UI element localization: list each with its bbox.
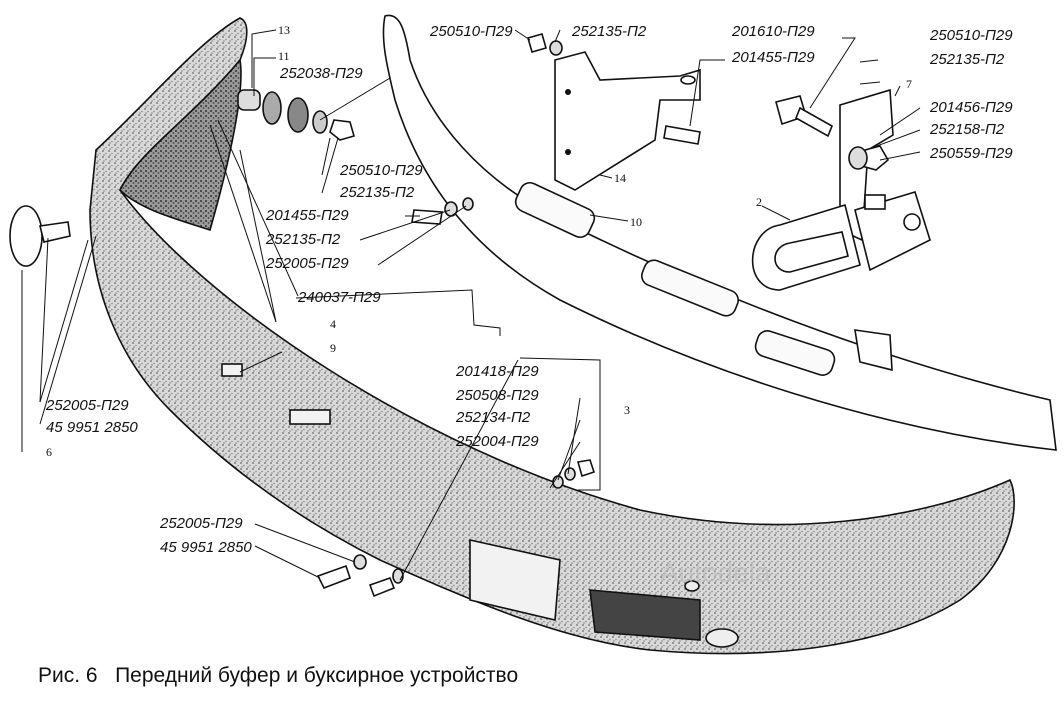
label-250508: 250508-П29 <box>455 387 539 404</box>
front-bumper <box>89 17 1015 655</box>
label-252135-mid: 252135-П2 <box>339 184 415 201</box>
part-labels: 250510-П29 252135-П2 201610-П29 201455-П… <box>45 23 1013 556</box>
label-201455-top: 201455-П29 <box>731 49 815 66</box>
label-250510-top: 250510-П29 <box>429 23 513 40</box>
label-252004: 252004-П29 <box>455 433 539 450</box>
callout-14: 14 <box>614 171 626 185</box>
callout-10: 10 <box>630 215 642 229</box>
label-201455-mid: 201455-П29 <box>265 207 349 224</box>
callout-numbers: 13 11 7 2 14 10 4 9 3 6 <box>46 23 912 459</box>
callout-3: 3 <box>624 403 630 417</box>
callout-6: 6 <box>46 445 52 459</box>
callout-2: 2 <box>756 195 762 209</box>
label-250510-mid: 250510-П29 <box>339 162 423 179</box>
label-459951-bottom: 45 9951 2850 <box>160 539 252 556</box>
bumper-grille <box>589 589 701 641</box>
label-240037: 240037-П29 <box>297 289 381 306</box>
label-459951-left: 45 9951 2850 <box>46 419 138 436</box>
label-252005-bottom: 252005-П29 <box>159 515 243 532</box>
callout-4: 4 <box>330 317 336 331</box>
callout-13: 13 <box>278 23 290 37</box>
callout-9: 9 <box>330 341 336 355</box>
callout-7: 7 <box>906 77 912 91</box>
label-250510-right: 250510-П29 <box>929 27 1013 44</box>
label-252005-left: 252005-П29 <box>45 397 129 414</box>
bumper-opening <box>469 539 561 621</box>
label-201610: 201610-П29 <box>731 23 815 40</box>
towing-hook <box>751 88 931 291</box>
label-252038: 252038-П29 <box>279 65 363 82</box>
beam-bracket <box>554 51 701 191</box>
label-252135-low: 252135-П2 <box>265 231 341 248</box>
watermark: Autodela <box>660 557 771 588</box>
label-252158: 252158-П2 <box>929 121 1005 138</box>
callout-11: 11 <box>278 49 290 63</box>
label-201418: 201418-П29 <box>455 363 539 380</box>
bumper-reinforcement-beam <box>382 14 1057 451</box>
label-252134: 252134-П2 <box>455 409 531 426</box>
label-252135-top: 252135-П2 <box>571 23 647 40</box>
leader-lines <box>21 29 921 581</box>
label-201456: 201456-П29 <box>929 99 1013 116</box>
fasteners <box>9 33 890 598</box>
figure-caption: Рис. 6 Передний буфер и буксирное устрой… <box>38 664 518 687</box>
label-252005-mid: 252005-П29 <box>265 255 349 272</box>
label-252135-right: 252135-П2 <box>929 51 1005 68</box>
label-250559: 250559-П29 <box>929 145 1013 162</box>
